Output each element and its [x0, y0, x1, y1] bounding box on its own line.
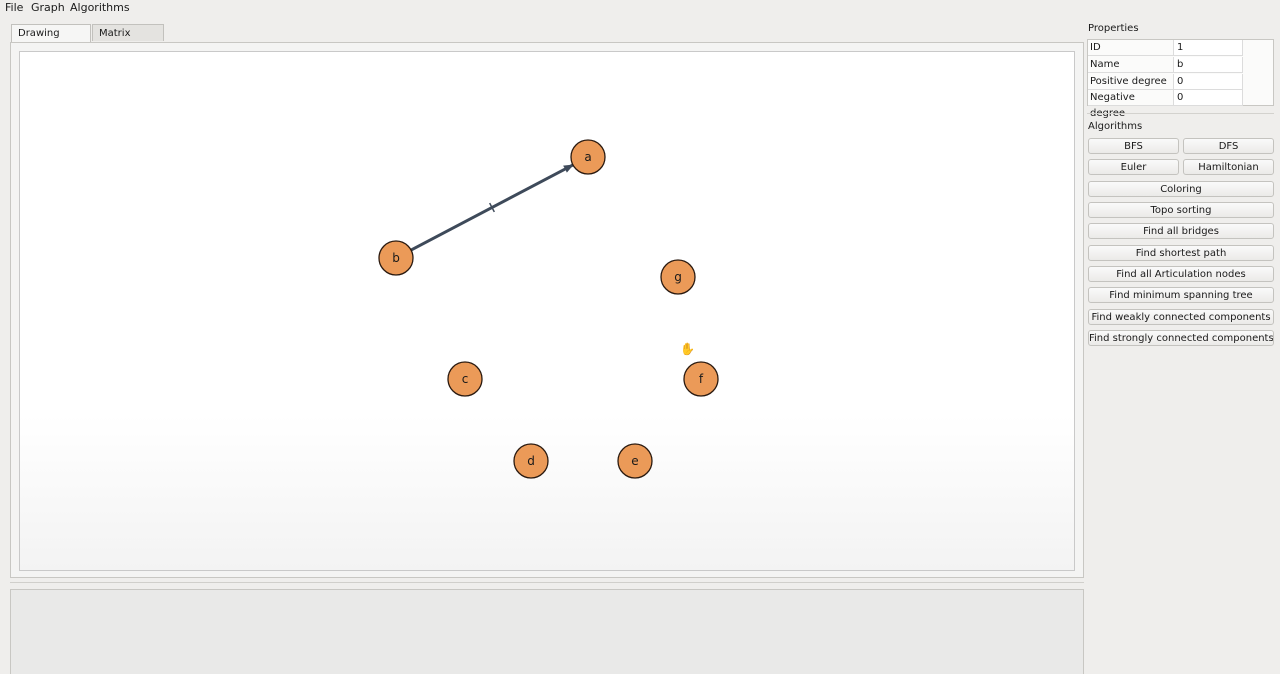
coloring-button[interactable]: Coloring	[1088, 181, 1274, 197]
splitter[interactable]	[10, 582, 1084, 583]
weakly-connected-button[interactable]: Find weakly connected components	[1088, 309, 1274, 325]
strongly-connected-button[interactable]: Find strongly connected components	[1088, 330, 1274, 346]
property-key: Positive degree	[1088, 74, 1174, 90]
node-circle[interactable]	[378, 240, 414, 276]
property-value[interactable]: 1	[1174, 40, 1243, 56]
property-row-positive-degree: Positive degree 0	[1088, 74, 1243, 90]
menu-file[interactable]: File	[5, 1, 24, 14]
node-circle[interactable]	[447, 361, 483, 397]
node-circle[interactable]	[683, 361, 719, 397]
graph-node-a[interactable]: a	[570, 139, 606, 175]
min-spanning-tree-button[interactable]: Find minimum spanning tree	[1088, 287, 1274, 303]
property-row-name: Name b	[1088, 57, 1243, 73]
edge-midpoint-marker	[489, 202, 495, 213]
graph-node-f[interactable]: f	[683, 361, 719, 397]
find-bridges-button[interactable]: Find all bridges	[1088, 223, 1274, 239]
sidebar-divider	[1087, 113, 1274, 114]
graph-node-b[interactable]: b	[378, 240, 414, 276]
graph-drawing[interactable]: a b g c f d e	[20, 52, 1074, 570]
menu-algorithms[interactable]: Algorithms	[70, 1, 130, 14]
node-label: c	[462, 372, 469, 386]
graph-node-e[interactable]: e	[617, 443, 653, 479]
graph-canvas[interactable]: a b g c f d e	[19, 51, 1075, 571]
node-label: d	[527, 454, 535, 468]
property-value[interactable]: b	[1174, 57, 1243, 73]
output-panel	[10, 589, 1084, 674]
node-circle[interactable]	[513, 443, 549, 479]
articulation-nodes-button[interactable]: Find all Articulation nodes	[1088, 266, 1274, 282]
node-label: a	[584, 150, 591, 164]
menu-graph[interactable]: Graph	[31, 1, 65, 14]
node-circle[interactable]	[660, 259, 696, 295]
graph-node-g[interactable]: g	[660, 259, 696, 295]
node-circle[interactable]	[570, 139, 606, 175]
algorithms-title: Algorithms	[1088, 121, 1143, 132]
dfs-button[interactable]: DFS	[1183, 138, 1274, 154]
property-row-negative-degree: Negative degree 0	[1088, 90, 1243, 119]
property-value[interactable]: 0	[1174, 90, 1243, 106]
graph-node-d[interactable]: d	[513, 443, 549, 479]
property-key: Negative degree	[1088, 90, 1174, 119]
node-label: g	[674, 270, 682, 284]
node-label: e	[631, 454, 638, 468]
euler-button[interactable]: Euler	[1088, 159, 1179, 175]
property-key: ID	[1088, 40, 1174, 56]
tab-drawing-view[interactable]: Drawing View	[11, 24, 91, 56]
property-key: Name	[1088, 57, 1174, 73]
bfs-button[interactable]: BFS	[1088, 138, 1179, 154]
menu-bar: File Graph Algorithms	[0, 0, 1280, 16]
grab-hand-icon: ✋	[680, 342, 695, 356]
node-label: f	[699, 372, 704, 386]
property-row-id: ID 1	[1088, 40, 1243, 56]
drawing-view-panel: a b g c f d e	[10, 42, 1084, 578]
tab-matrix-view[interactable]: Matrix View	[92, 24, 164, 56]
properties-title: Properties	[1088, 23, 1139, 34]
hamiltonian-button[interactable]: Hamiltonian	[1183, 159, 1274, 175]
property-value[interactable]: 0	[1174, 74, 1243, 90]
properties-table: ID 1 Name b Positive degree 0 Negative d…	[1087, 39, 1274, 119]
graph-node-c[interactable]: c	[447, 361, 483, 397]
shortest-path-button[interactable]: Find shortest path	[1088, 245, 1274, 261]
topo-sorting-button[interactable]: Topo sorting	[1088, 202, 1274, 218]
node-label: b	[392, 251, 400, 265]
node-circle[interactable]	[617, 443, 653, 479]
